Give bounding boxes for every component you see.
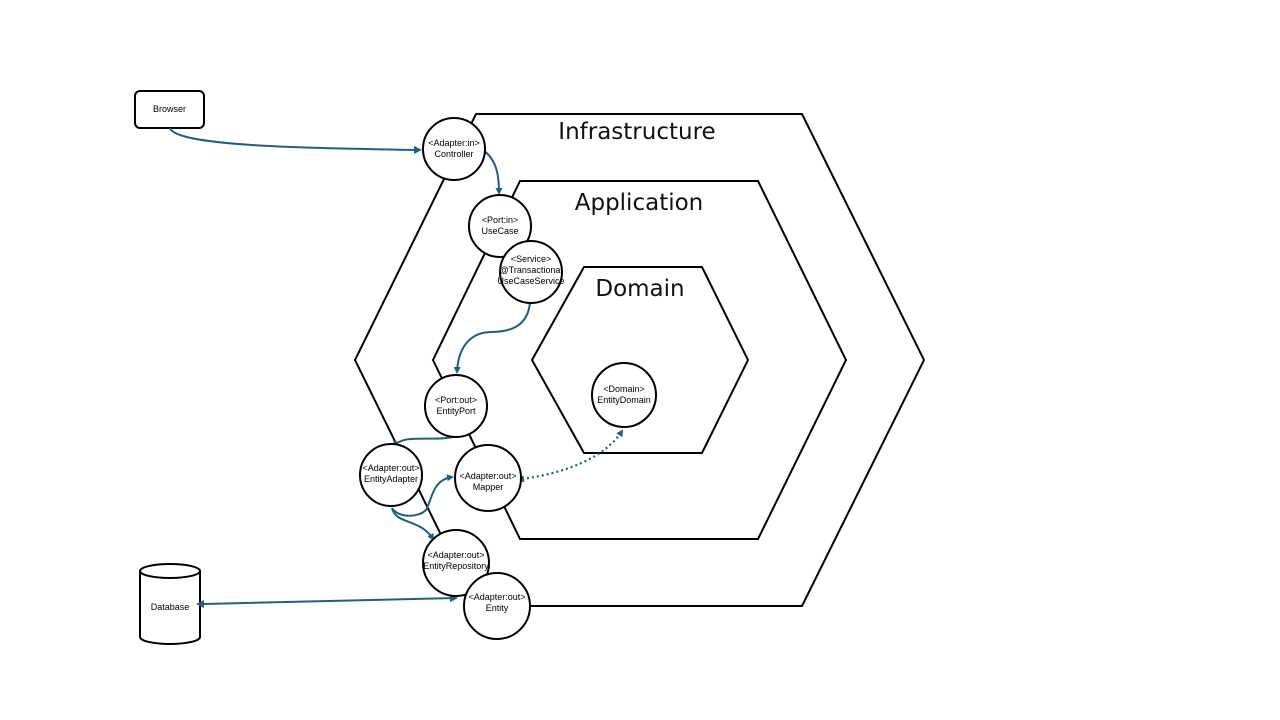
arrow-entityport-to-entityadapter — [393, 435, 457, 448]
svg-text:<Adapter:out>: <Adapter:out> — [468, 592, 525, 602]
database-label: Database — [151, 602, 190, 612]
node-entity-port: <Port:out> EntityPort — [424, 374, 488, 438]
svg-text:EntityRepository: EntityRepository — [423, 561, 489, 571]
svg-text:EntityDomain: EntityDomain — [597, 395, 651, 405]
browser-box: Browser — [134, 90, 205, 129]
browser-label: Browser — [153, 104, 186, 114]
svg-text:<Adapter:out>: <Adapter:out> — [427, 550, 484, 560]
svg-text:EntityAdapter: EntityAdapter — [364, 474, 418, 484]
svg-text:<Adapter:in>: <Adapter:in> — [428, 138, 480, 148]
node-usecase-service: <Service> @Transactional UseCaseService — [497, 240, 565, 304]
svg-text:<Port:out>: <Port:out> — [435, 395, 477, 405]
database-cylinder: Database — [139, 563, 201, 645]
svg-text:<Domain>: <Domain> — [603, 384, 645, 394]
infrastructure-title: Infrastructure — [558, 119, 715, 145]
domain-hexagon — [530, 266, 750, 454]
svg-text:UseCase: UseCase — [481, 226, 518, 236]
arrow-entityadapter-to-mapper — [391, 474, 454, 517]
svg-text:Entity: Entity — [486, 603, 509, 613]
arrow-service-to-entityport — [453, 301, 531, 374]
arrow-database-entity — [196, 594, 458, 608]
application-title: Application — [575, 190, 704, 216]
node-mapper: <Adapter:out> Mapper — [454, 444, 522, 512]
arrow-browser-to-controller — [169, 127, 422, 154]
svg-text:EntityPort: EntityPort — [436, 406, 476, 416]
svg-text:<Adapter:out>: <Adapter:out> — [459, 471, 516, 481]
svg-text:Mapper: Mapper — [473, 482, 504, 492]
node-usecase: <Port:in> UseCase — [468, 194, 532, 258]
svg-text:<Adapter:out>: <Adapter:out> — [362, 463, 419, 473]
node-controller: <Adapter:in> Controller — [422, 117, 486, 181]
svg-text:@Transactional: @Transactional — [500, 265, 563, 275]
node-entity-domain: <Domain> EntityDomain — [591, 362, 657, 428]
svg-text:Controller: Controller — [434, 149, 473, 159]
svg-text:UseCaseService: UseCaseService — [497, 276, 564, 286]
svg-text:<Port:in>: <Port:in> — [482, 215, 519, 225]
domain-title: Domain — [595, 276, 684, 302]
svg-text:<Service>: <Service> — [511, 254, 552, 264]
node-entity: <Adapter:out> Entity — [463, 572, 531, 640]
node-entity-repository: <Adapter:out> EntityRepository — [422, 529, 490, 597]
arrow-entityadapter-to-repository — [391, 507, 435, 541]
arrow-controller-to-usecase — [482, 149, 503, 195]
node-entity-adapter: <Adapter:out> EntityAdapter — [359, 443, 423, 507]
